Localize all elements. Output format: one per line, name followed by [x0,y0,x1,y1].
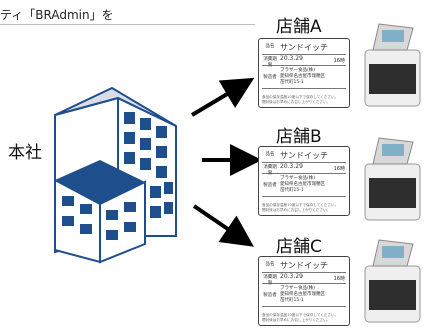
store-c-title: 店舗C [276,237,322,257]
label-product-name: サンドイッチ [280,151,328,160]
label-printer-icon [364,137,421,221]
headquarters-building-icon [54,86,177,264]
label-key: 消費期限 [263,57,277,68]
label-key: 品名 [265,44,275,49]
label-expiry-time: 16時 [333,58,345,64]
label-maker-line1: ブラザー食品(株) [280,176,316,181]
label-product-name: サンドイッチ [280,261,328,270]
label-printer-icon [364,239,421,323]
label-key: 製造者 [263,183,277,188]
store-a-title: 店舗A [276,17,322,37]
label-expiry-date: 20.3.29 [280,273,303,280]
headquarters-label: 本社 [8,143,42,163]
arrow-to-store-c [192,204,254,247]
label-maker-line1: ブラザー食品(株) [280,286,316,291]
label-maker-line3: 苗代町15-1 [280,80,304,85]
label-key: 消費期限 [263,275,277,286]
label-maker-line2: 愛知県名古屋市瑞穂区 [280,74,325,79]
label-maker-line3: 苗代町15-1 [280,298,304,303]
label-expiry-date: 20.3.29 [280,163,303,170]
label-maker-line1: ブラザー食品(株) [280,68,316,73]
label-key: 製造者 [263,75,277,80]
label-footer-line1: 食品の保存温度10度以下で保存してください。 [262,203,339,207]
label-expiry-time: 16時 [333,166,345,172]
label-key: 消費期限 [263,165,277,176]
label-maker-line2: 愛知県名古屋市瑞穂区 [280,292,325,297]
label-footer-line2: 開封後はお早めにお召し上がりください。 [262,100,331,104]
arrow-to-store-a [190,77,255,117]
label-maker-line3: 苗代町15-1 [280,188,304,193]
label-product-name: サンドイッチ [280,43,328,52]
label-maker-line2: 愛知県名古屋市瑞穂区 [280,182,325,187]
label-key: 品名 [265,262,275,267]
label-key: 品名 [265,152,275,157]
product-label-card: 品名 サンドイッチ 消費期限 20.3.29 16時 製造者 ブラザー食品(株)… [258,38,350,108]
header-text: ティ「BRAdmin」を [0,8,114,22]
label-expiry-date: 20.3.29 [280,55,303,62]
header-divider [0,24,255,25]
label-expiry-time: 16時 [333,276,345,282]
label-footer-line1: 食品の保存温度10度以下で保存してください。 [262,313,339,317]
label-printer-icon [364,23,421,107]
label-footer-line1: 食品の保存温度10度以下で保存してください。 [262,95,339,99]
label-key: 製造者 [263,293,277,298]
store-b-title: 店舗B [276,127,322,147]
product-label-card: 品名 サンドイッチ 消費期限 20.3.29 16時 製造者 ブラザー食品(株)… [258,256,350,326]
label-footer-line2: 開封後はお早めにお召し上がりください。 [262,318,331,322]
product-label-card: 品名 サンドイッチ 消費期限 20.3.29 16時 製造者 ブラザー食品(株)… [258,146,350,216]
label-footer-line2: 開封後はお早めにお召し上がりください。 [262,208,331,212]
